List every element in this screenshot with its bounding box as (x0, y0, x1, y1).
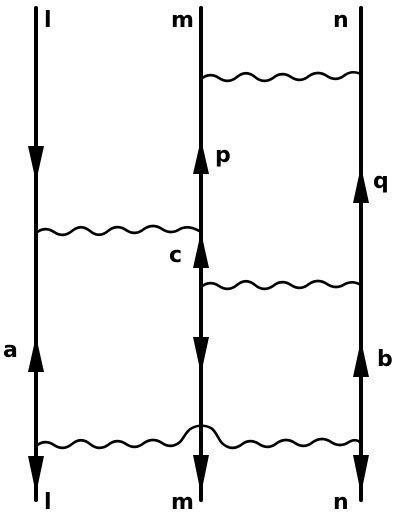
label-a: a (3, 338, 18, 363)
label-bottom-m: m (171, 490, 194, 515)
arrow-down-icon (193, 337, 209, 374)
arrow-up-icon (193, 232, 209, 268)
arrow-up-icon (353, 166, 369, 203)
interaction-m-n-middle (199, 279, 363, 291)
label-c: c (169, 243, 182, 268)
label-top-n: n (333, 8, 349, 33)
arrow-down-icon (28, 456, 44, 494)
arrow-down-icon (28, 146, 44, 182)
label-q: q (373, 169, 389, 194)
arrow-up-icon (193, 139, 209, 174)
label-p: p (215, 143, 231, 168)
interaction-l-m (34, 224, 203, 237)
label-bottom-n: n (333, 490, 349, 515)
arrow-down-icon (193, 455, 209, 494)
interaction-l-n-bottom (34, 424, 363, 450)
arrow-down-icon (353, 455, 369, 494)
arrow-up-icon (353, 340, 369, 377)
label-bottom-l: l (44, 490, 52, 515)
label-b: b (377, 347, 393, 372)
arrow-up-icon (28, 336, 44, 372)
label-top-m: m (171, 8, 194, 33)
label-top-l: l (44, 8, 52, 33)
interaction-m-n-top (199, 70, 363, 83)
